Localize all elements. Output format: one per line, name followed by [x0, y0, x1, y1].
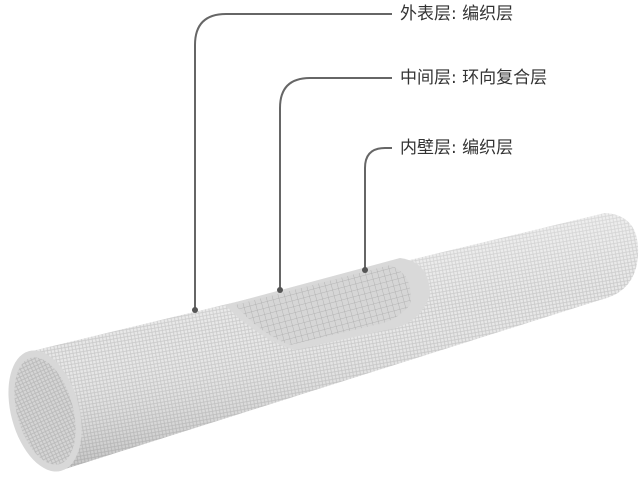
- cutaway-middle-layer: [225, 258, 430, 350]
- label-inner-layer: 内壁层: 编织层: [400, 138, 514, 158]
- leader-line-middle: [279, 77, 392, 290]
- leader-line-outer: [194, 13, 392, 310]
- pipe-end-cap: [8, 350, 82, 472]
- leader-dot-inner: [362, 267, 368, 273]
- leader-dot-outer: [192, 307, 198, 313]
- label-outer-layer: 外表层: 编织层: [400, 4, 514, 24]
- leader-dot-middle: [277, 287, 283, 293]
- leader-lines: [194, 13, 392, 310]
- label-middle-layer: 中间层: 环向复合层: [400, 68, 548, 88]
- leader-line-inner: [364, 147, 392, 270]
